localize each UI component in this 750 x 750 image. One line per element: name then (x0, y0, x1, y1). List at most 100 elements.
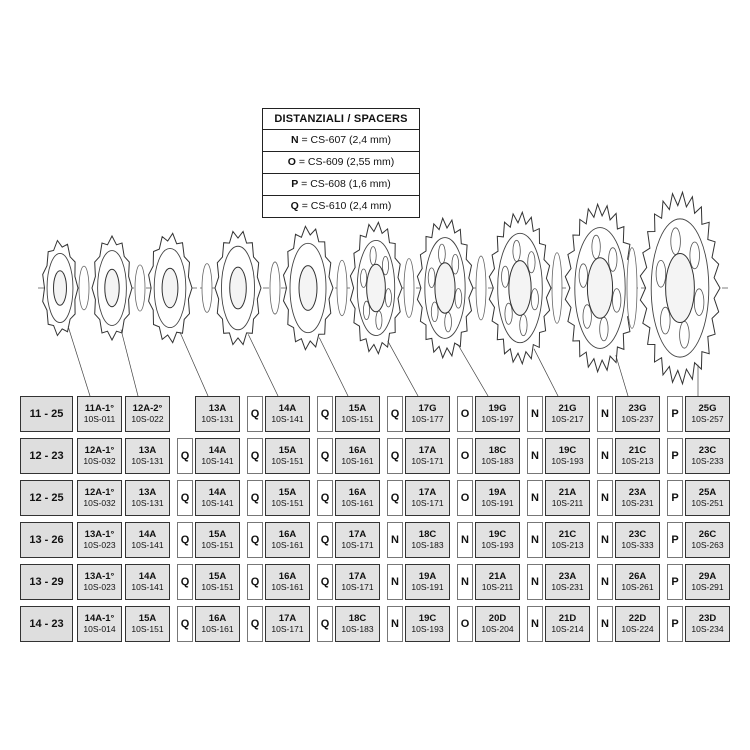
sprocket-name: 21D (558, 613, 577, 624)
sprocket-cutout (504, 302, 513, 325)
leader-line (67, 326, 91, 397)
sprocket-hub (229, 266, 247, 310)
spacer-cell: N (527, 396, 543, 432)
spacer-ring (336, 259, 348, 317)
sprocket-code: 10S-141 (131, 540, 164, 550)
spacer-cell: N (457, 522, 473, 558)
sprocket-cutout (427, 267, 436, 288)
sprocket-name: 19A (488, 487, 507, 498)
sprocket-code: 10S-014 (83, 624, 116, 634)
sprocket-cell: 12A-1°10S-032 (77, 438, 122, 474)
gear-ratio-label: 13 - 26 (20, 522, 73, 558)
sprocket-cutout (430, 301, 439, 323)
sprocket-code: 10S-161 (271, 582, 304, 592)
spacer-ring (403, 258, 415, 318)
spacer-cell: N (387, 522, 403, 558)
spacer-cell: O (457, 480, 473, 516)
spacer-cell: Q (247, 606, 263, 642)
sprocket-code: 10S-193 (411, 624, 444, 634)
sprocket-cutout (362, 300, 370, 320)
sprocket-cutout (582, 304, 592, 329)
sprocket-code: 10S-151 (131, 624, 164, 634)
sprocket-code: 10S-193 (551, 456, 584, 466)
sprocket-cutout (530, 288, 539, 311)
sprocket-name: 15A (278, 487, 297, 498)
sprocket-code: 10S-183 (481, 456, 514, 466)
legend-text: = CS-607 (2,4 mm) (301, 134, 392, 146)
spacer-cell: P (667, 564, 683, 600)
spacer-cell: N (597, 480, 613, 516)
leader-line (387, 340, 419, 397)
sprocket-name: 18C (488, 445, 507, 456)
spacer-cell: N (597, 522, 613, 558)
legend-letter: Q (290, 200, 299, 212)
sprocket-name: 17A (348, 571, 367, 582)
gear-ratio-label: 13 - 29 (20, 564, 73, 600)
leader-line (457, 343, 489, 397)
leader-line (179, 331, 209, 397)
spacer-cell: Q (317, 564, 333, 600)
sprocket-body-ring (356, 240, 396, 336)
spacer-ring (134, 264, 146, 312)
spacer-cell: N (387, 606, 403, 642)
sprocket-hub (53, 270, 67, 306)
sprocket-code: 10S-022 (131, 414, 164, 424)
legend-item-p: P = CS-608 (1,6 mm) (263, 174, 419, 196)
sprocket-name: 16A (278, 529, 297, 540)
sprocket-name: 12A-1° (84, 487, 115, 498)
sprocket-code: 10S-141 (201, 456, 234, 466)
sprocket-body-ring (424, 237, 466, 339)
gear-ratio-label: 14 - 23 (20, 606, 73, 642)
sprocket-code: 10S-257 (691, 414, 724, 424)
spacer-ring (551, 252, 563, 324)
spacer-cell: N (527, 606, 543, 642)
sprocket-body-ring (97, 250, 127, 326)
sprocket-body-ring (46, 252, 74, 324)
sprocket-code: 10S-211 (481, 582, 514, 592)
sprocket-drawing (78, 234, 133, 342)
sprocket-name: 23G (628, 403, 647, 414)
sprocket-name: 14A (208, 445, 227, 456)
sprocket-name: 11A-1° (84, 403, 115, 414)
sprocket-drawing (201, 230, 262, 346)
spacer-cell: N (457, 564, 473, 600)
sprocket-code: 10S-213 (551, 540, 584, 550)
sprocket-name: 19C (488, 529, 507, 540)
sprocket-hub (104, 268, 120, 308)
leader-line (247, 334, 279, 397)
spacer-cell: Q (177, 522, 193, 558)
sprocket-drawing (269, 225, 334, 351)
sprocket-code: 10S-151 (201, 582, 234, 592)
spacer-legend: DISTANZIALI / SPACERS N = CS-607 (2,4 mm… (262, 108, 420, 218)
sprocket-name: 15A (208, 529, 227, 540)
legend-letter: P (291, 178, 299, 190)
spacer-cell: Q (387, 396, 403, 432)
sprocket-name: 14A (208, 487, 227, 498)
sprocket-code: 10S-224 (621, 624, 654, 634)
sprocket-code: 10S-023 (83, 582, 116, 592)
spacer-cell: P (667, 522, 683, 558)
spacer-cell: N (597, 564, 613, 600)
spacer-cell: Q (247, 564, 263, 600)
legend-title: DISTANZIALI / SPACERS (263, 109, 419, 130)
sprocket-name: 23C (698, 445, 717, 456)
sprocket-name: 21C (558, 529, 577, 540)
sprocket-code: 10S-131 (201, 414, 234, 424)
spacer-cell: N (527, 480, 543, 516)
sprocket-code: 10S-161 (271, 540, 304, 550)
sprocket-name: 17A (418, 487, 437, 498)
